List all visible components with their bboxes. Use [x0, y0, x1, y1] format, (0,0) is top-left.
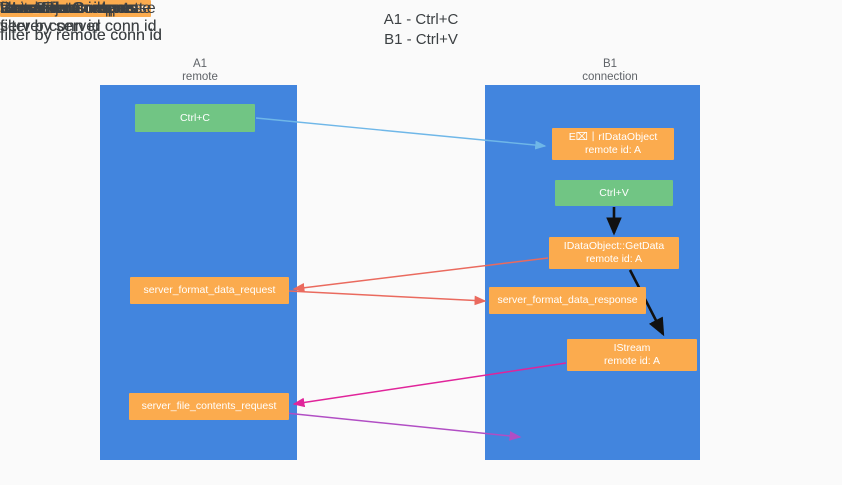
node-ctrl-c[interactable]: Ctrl+C — [135, 104, 255, 132]
arrow-getdata-to-istream — [628, 269, 665, 337]
edge-format-list-text: format list — [0, 0, 70, 17]
label-server-conn-id-mid: server conn id — [0, 0, 101, 17]
edge-format-data-request-filter: filter by server conn id — [0, 18, 157, 36]
node-server-format-data-request-label: server_format_data_request — [143, 284, 276, 296]
node-istream-label: IStream — [613, 342, 651, 354]
label-server-conn-id-upper: server conn id — [0, 18, 101, 35]
arrow-format-list — [255, 117, 547, 150]
node-server-file-contents-response[interactable]: server_file_contents_response — [0, 0, 152, 17]
column-b1-name: B1 — [602, 58, 618, 70]
node-idataobject-sub: remote id: A — [584, 144, 642, 156]
column-header-b1: B1 connection — [540, 58, 680, 84]
node-server-file-contents-response-label: server_file_contents_response — [4, 2, 148, 14]
page-title: A1 - Ctrl+C B1 - Ctrl+V — [0, 10, 842, 50]
edge-file-contents-response-text: file contents response — [0, 0, 156, 17]
label-read-file-contents: Read File Contents — [0, 0, 137, 17]
filter-value: server conn id — [56, 18, 157, 35]
arrow-format-data-request — [292, 257, 549, 293]
node-server-format-data-response-label: server_format_data_response — [497, 294, 638, 306]
filter-value: server conn id — [56, 18, 157, 35]
arrow-file-contents-request — [292, 362, 567, 408]
column-b1-sub: connection — [582, 71, 638, 83]
label-server-conn-id-lower: server conn id — [0, 18, 101, 35]
edge-format-data-response-text: format data response — [0, 0, 152, 17]
filter-prefix: filter by — [0, 18, 57, 35]
node-server-file-contents-request-label: server_file_contents_request — [141, 400, 277, 412]
title-line-1: A1 - Ctrl+C — [383, 11, 459, 28]
column-a1-sub: remote — [182, 71, 218, 83]
edge-label-file-contents-response: file contents response filter by remote … — [0, 0, 162, 45]
label-write-file-contents: Write File Contents — [0, 0, 136, 17]
label-dataobject: DataObject — [0, 0, 81, 17]
edge-label-file-contents-request: file contents request filter by server c… — [0, 0, 157, 36]
node-ctrl-v[interactable]: Ctrl+V — [555, 180, 673, 206]
label-server-conn-id-top: server conn id — [0, 0, 101, 17]
node-istream-sub: remote id: A — [603, 355, 661, 367]
filter-prefix: filter by — [0, 27, 57, 44]
label-group-conn-id-lower: remote conn id server conn id — [0, 0, 106, 36]
node-idataobject[interactable]: E⌧丨rIDataObject remote id: A — [552, 128, 674, 160]
edge-file-contents-request-text: file contents request — [0, 0, 144, 17]
edge-format-data-request-text: format data request — [0, 0, 139, 17]
filter-value: remote conn id — [56, 27, 162, 44]
node-getdata-sub: remote id: A — [585, 253, 643, 265]
node-istream[interactable]: IStream remote id: A — [567, 339, 697, 371]
node-ctrl-c-label: Ctrl+C — [179, 111, 211, 124]
edge-file-contents-response-filter: filter by remote conn id — [0, 27, 162, 45]
node-server-format-data-response[interactable]: server_format_data_response — [489, 287, 646, 314]
edge-label-format-list: format list — [0, 0, 69, 18]
edge-format-data-response-filter: filter by remote conn id — [0, 27, 162, 45]
node-server-file-contents-request[interactable]: server_file_contents_request — [129, 393, 289, 420]
node-getdata-label: IDataObject::GetData — [563, 240, 665, 252]
filter-prefix: filter by — [0, 27, 57, 44]
edge-label-format-data-request: format data request filter by server con… — [0, 0, 157, 36]
title-line-2: B1 - Ctrl+V — [384, 31, 458, 48]
node-ctrl-v-label: Ctrl+V — [599, 186, 629, 199]
edge-label-format-data-response: format data response filter by remote co… — [0, 0, 162, 45]
node-idataobject-getdata[interactable]: IDataObject::GetData remote id: A — [549, 237, 679, 269]
label-remote-conn-id-lower: remote conn id — [0, 0, 106, 17]
filter-value: remote conn id — [56, 27, 162, 44]
filter-prefix: filter by — [0, 18, 57, 35]
node-idataobject-label: E⌧丨rIDataObject — [568, 131, 658, 143]
column-a1-name: A1 — [192, 58, 208, 70]
label-group-conn-id-upper: remote conn id server conn id — [0, 0, 106, 36]
edge-file-contents-request-filter: filter by server conn id — [0, 18, 157, 36]
column-header-a1: A1 remote — [135, 58, 265, 84]
label-istream: Istream — [0, 0, 54, 17]
label-remote-conn-id-upper: remote conn id — [0, 0, 106, 17]
node-server-format-data-request[interactable]: server_format_data_request — [130, 277, 289, 304]
